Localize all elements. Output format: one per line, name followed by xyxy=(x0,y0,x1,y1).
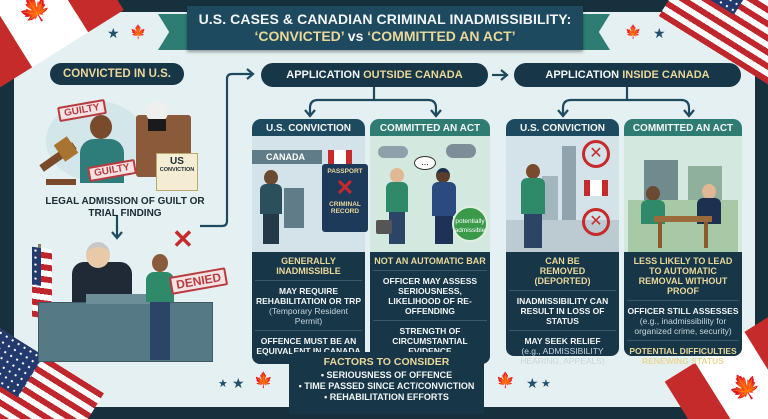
speech-bubble-icon: ... xyxy=(414,156,436,170)
star-icon: ★ xyxy=(232,375,245,391)
passport-criminal-record-icon: PASSPORT ✕ CRIMINAL RECORD xyxy=(322,164,368,232)
applicant-head xyxy=(152,254,168,272)
maple-leaf-icon: 🍁 xyxy=(625,24,642,39)
inside-conviction-info: CAN BE REMOVED (DEPORTED) INADMISSIBILIT… xyxy=(506,252,619,366)
factor-item: • SERIOUSNESS OF OFFENCE xyxy=(320,370,453,380)
title-line-1: U.S. CASES & CANADIAN CRIMINAL INADMISSI… xyxy=(198,11,572,27)
canada-sign: CANADA xyxy=(252,150,322,164)
removal-illustration: ✕ ✕ xyxy=(506,136,619,255)
prohibited-icon: ✕ xyxy=(582,208,610,236)
judge-head xyxy=(86,242,110,268)
officer-assessment-illustration: ... potentially admissible xyxy=(370,136,490,255)
maple-leaf-icon: 🍁 xyxy=(130,24,147,39)
tab-outside-committed-act: COMMITTED AN ACT xyxy=(370,119,490,139)
maple-leaf-icon: 🍁 xyxy=(496,372,515,389)
star-icon: ★ xyxy=(107,25,120,41)
tab-outside-us-conviction: U.S. CONVICTION xyxy=(252,119,365,139)
legal-admission-caption: LEGAL ADMISSION OF GUILT OR TRIAL FINDIN… xyxy=(45,196,205,219)
briefcase-icon xyxy=(376,220,392,234)
star-icon: ★ xyxy=(218,378,228,390)
star-icon: ★ xyxy=(653,25,666,41)
tab-inside-us-conviction: U.S. CONVICTION xyxy=(506,119,619,139)
border-crossing-illustration: CANADA PASSPORT ✕ CRIMINAL RECORD xyxy=(252,136,368,255)
factor-item: • TIME PASSED SINCE ACT/CONVICTION xyxy=(298,381,475,391)
outside-conviction-info: GENERALLY INADMISSIBLE MAY REQUIRE REHAB… xyxy=(252,252,365,364)
application-outside-canada-header: APPLICATION OUTSIDE CANADA xyxy=(261,63,488,87)
storm-cloud-icon xyxy=(446,144,476,158)
star-icon: ★ xyxy=(526,375,539,391)
star-icon: ★ xyxy=(541,378,551,390)
courtroom-denied-illustration: ✕ DENIED xyxy=(28,224,229,370)
courtroom-guilty-illustration: US CONVICTION GUILTY GUILTY xyxy=(36,93,206,193)
red-x-icon: ✕ xyxy=(172,224,194,254)
canada-flag-icon xyxy=(584,180,608,196)
maple-leaf-icon: 🍁 xyxy=(254,372,273,389)
page-title: U.S. CASES & CANADIAN CRIMINAL INADMISSI… xyxy=(187,6,583,50)
table-icon xyxy=(654,216,712,222)
factors-to-consider: FACTORS TO CONSIDER • SERIOUSNESS OF OFF… xyxy=(289,352,484,414)
potentially-admissible-badge: potentially admissible xyxy=(452,206,488,242)
defendant-head xyxy=(90,115,112,139)
inside-act-info: LESS LIKELY TO LEAD TO AUTOMATIC REMOVAL… xyxy=(624,252,742,366)
convicted-in-us-badge: CONVICTED IN U.S. xyxy=(50,63,184,85)
tab-inside-committed-act: COMMITTED AN ACT xyxy=(624,119,742,139)
prohibited-icon: ✕ xyxy=(582,140,610,168)
us-conviction-document: US CONVICTION xyxy=(156,153,198,191)
title-line-2: ‘CONVICTED’ vs ‘COMMITTED AN ACT’ xyxy=(254,28,516,44)
interview-illustration xyxy=(624,136,742,255)
outside-act-info: NOT AN AUTOMATIC BAR OFFICER MAY ASSESS … xyxy=(370,252,490,364)
application-inside-canada-header: APPLICATION INSIDE CANADA xyxy=(514,63,741,87)
factor-item: • REHABILITATION EFFORTS xyxy=(324,392,449,402)
